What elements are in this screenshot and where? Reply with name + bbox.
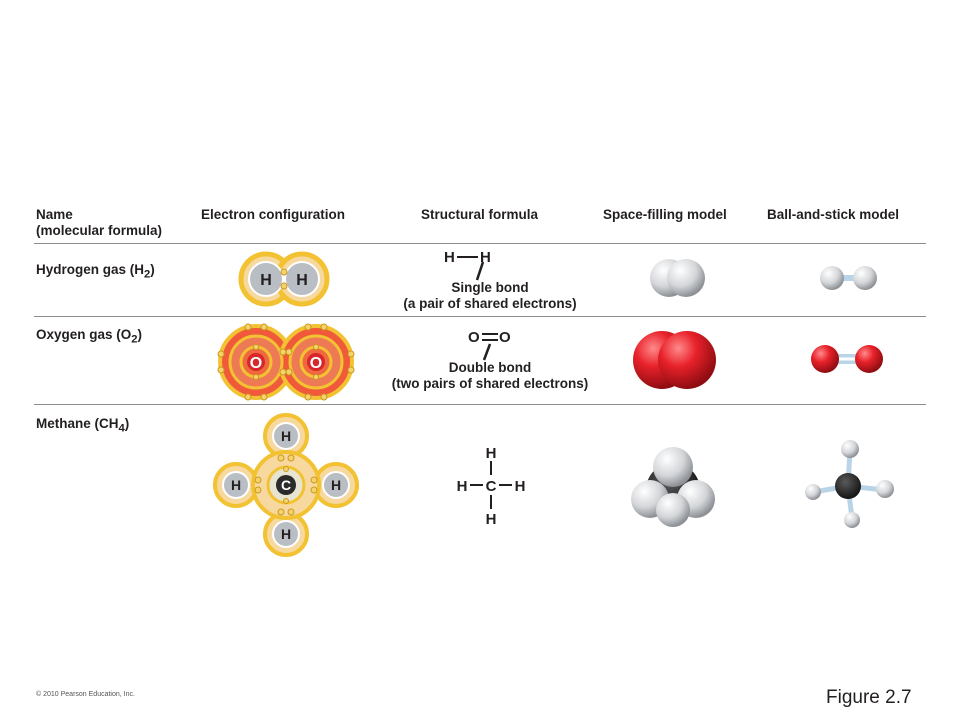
methane-space-filling-model xyxy=(631,447,715,527)
double-bond-description: (two pairs of shared electrons) xyxy=(391,376,589,391)
header-rule xyxy=(34,243,926,244)
struct-h-top: H xyxy=(486,445,497,462)
row-rule-2 xyxy=(34,404,926,405)
oxygen-space-filling-model xyxy=(633,331,716,389)
oxygen-ball-and-stick-model xyxy=(811,345,883,373)
row-name-hydrogen: Hydrogen gas (H2) xyxy=(36,262,155,283)
methane-subscript: 4 xyxy=(118,422,125,435)
svg-text:H: H xyxy=(444,249,455,266)
oxygen-name-text: Oxygen gas (O xyxy=(36,327,132,342)
row-rule-1 xyxy=(34,316,926,317)
hydrogen-space-filling-model xyxy=(650,259,705,297)
methane-h-left-label: H xyxy=(231,477,241,493)
row-name-oxygen: Oxygen gas (O2) xyxy=(36,327,142,348)
hydrogen-name-text: Hydrogen gas (H xyxy=(36,262,145,277)
h-atom-label-2: H xyxy=(296,272,308,289)
methane-electron-configuration: H H C H H xyxy=(213,413,359,557)
svg-text:H: H xyxy=(480,249,491,266)
double-bond-pointer xyxy=(482,343,492,361)
hydrogen-structural-formula: H H xyxy=(444,249,491,281)
methane-h-right-label: H xyxy=(331,477,341,493)
figure-label: Figure 2.7 xyxy=(826,687,912,708)
struct-h-right: H xyxy=(515,478,526,495)
methane-ball-and-stick-model xyxy=(805,440,894,528)
header-name-sub: (molecular formula) xyxy=(36,223,163,238)
hydrogen-ball-and-stick-model xyxy=(820,266,877,290)
single-bond-label: Single bond xyxy=(451,280,529,295)
methane-h-bottom-label: H xyxy=(281,526,291,542)
methane-close: ) xyxy=(124,416,130,431)
hydrogen-close: ) xyxy=(150,262,155,277)
single-bond-caption: Single bond (a pair of shared electrons) xyxy=(390,280,590,312)
copyright-notice: © 2010 Pearson Education, Inc. xyxy=(36,691,135,698)
single-bond-pointer xyxy=(475,261,485,281)
header-structural-formula: Structural formula xyxy=(421,207,539,222)
svg-text:O: O xyxy=(468,329,480,346)
single-bond-description: (a pair of shared electrons) xyxy=(403,296,577,311)
oxygen-electron-configuration: O O xyxy=(217,323,355,401)
o-atom-label-1: O xyxy=(250,355,262,372)
struct-c-center: C xyxy=(486,478,497,495)
oxygen-structural-formula: O O xyxy=(468,329,511,361)
oxygen-subscript: 2 xyxy=(131,333,138,346)
methane-structural-formula: H H C H H xyxy=(457,445,526,528)
header-name: Name (molecular formula) xyxy=(36,207,162,239)
struct-h-left: H xyxy=(457,478,468,495)
header-ball-and-stick-model: Ball-and-stick model xyxy=(767,207,900,222)
hydrogen-electron-configuration: H H xyxy=(238,251,330,307)
o-atom-label-2: O xyxy=(310,355,322,372)
methane-name-text: Methane (CH xyxy=(36,416,119,431)
oxygen-close: ) xyxy=(137,327,143,342)
double-bond-caption: Double bond (two pairs of shared electro… xyxy=(375,360,605,392)
double-bond-label: Double bond xyxy=(448,360,532,375)
svg-text:O: O xyxy=(499,329,511,346)
header-electron-configuration: Electron configuration xyxy=(201,207,346,222)
header-space-filling-model: Space-filling model xyxy=(603,207,727,222)
methane-h-top-label: H xyxy=(281,428,291,444)
row-name-methane: Methane (CH4) xyxy=(36,416,129,437)
hydrogen-subscript: 2 xyxy=(144,268,151,281)
methane-c-label: C xyxy=(281,477,291,493)
header-name-label: Name xyxy=(36,207,73,222)
struct-h-bottom: H xyxy=(486,511,497,528)
h-atom-label-1: H xyxy=(260,272,272,289)
